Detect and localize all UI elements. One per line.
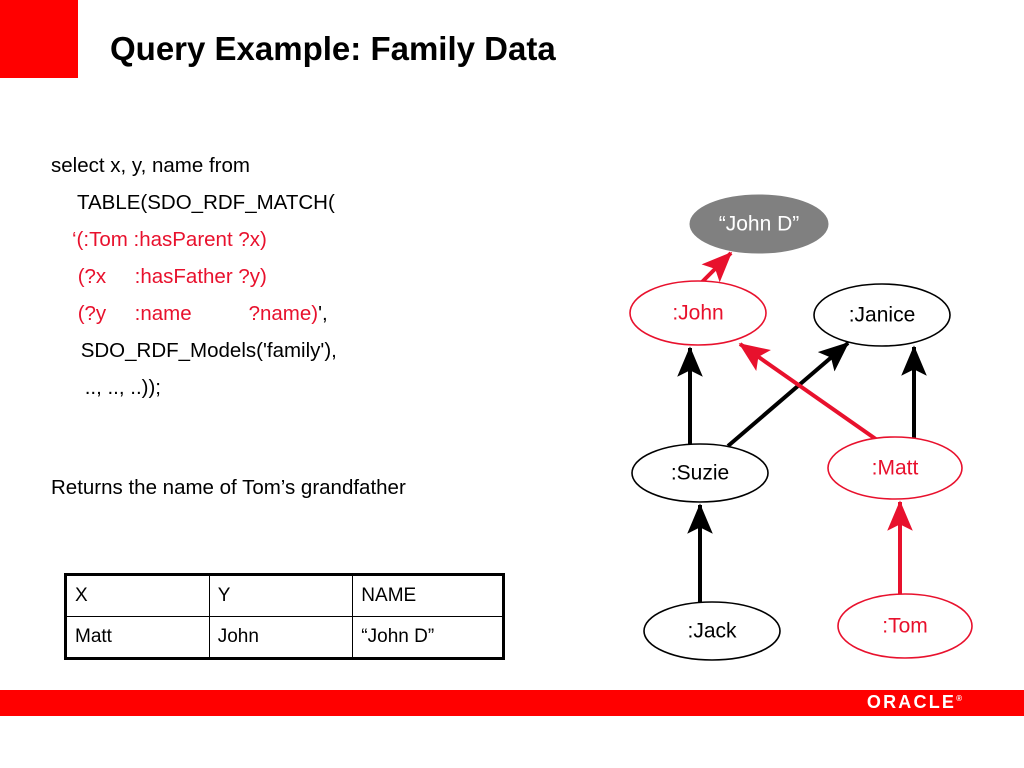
graph-node-layer: “John D” :John :Janice :Suzie :Matt :Jack :Tom	[629, 194, 973, 661]
graph-node-shape	[813, 283, 951, 347]
query-line-2: ‘(:Tom :hasParent ?x)	[51, 221, 571, 258]
table-header-cell: NAME	[352, 574, 504, 617]
graph-node-label: :Janice	[849, 304, 916, 327]
query-line-text: .., .., ..));	[79, 376, 161, 399]
graph-edge-layer	[677, 251, 927, 602]
graph-edge-matt-to-john	[738, 342, 882, 444]
query-line-text: ‘(:Tom :hasParent ?x)	[72, 228, 267, 251]
graph-canvas: “John D” :John :Janice :Suzie :Matt :Jack :Tom	[629, 194, 973, 661]
query-line-1: TABLE(SDO_RDF_MATCH(	[51, 184, 571, 221]
header-accent-square	[0, 0, 78, 78]
graph-node-shape	[837, 593, 973, 659]
trademark-symbol: ®	[956, 694, 962, 703]
footer-bar	[0, 690, 1024, 716]
graph-node-label: :Suzie	[671, 462, 729, 485]
graph-node-matt[interactable]: :Matt	[827, 436, 963, 500]
page-title: Query Example: Family Data	[110, 30, 556, 67]
graph-node-shape	[643, 601, 781, 661]
query-line-5: SDO_RDF_Models('family'),	[51, 332, 571, 369]
oracle-logo: ORACLE®	[867, 692, 962, 713]
graph-edge-john-to-johnd	[698, 251, 733, 286]
table-cell: Matt	[65, 616, 210, 659]
table-cell: John	[208, 616, 354, 659]
table-header-cell: Y	[208, 574, 354, 617]
graph-node-suzie[interactable]: :Suzie	[631, 443, 769, 503]
graph-node-shape	[631, 443, 769, 503]
table-cell: “John D”	[352, 616, 504, 659]
query-line-6: .., .., ..));	[51, 369, 571, 406]
graph-node-shape	[689, 194, 829, 254]
table-header-cell: X	[65, 574, 210, 617]
query-line-text: (?x :hasFather ?y)	[72, 265, 267, 288]
graph-node-tom[interactable]: :Tom	[837, 593, 973, 659]
graph-node-shape	[629, 280, 767, 346]
graph-node-label: :Jack	[687, 620, 737, 643]
graph-node-john[interactable]: :John	[629, 280, 767, 346]
graph-node-johnd[interactable]: “John D”	[689, 194, 829, 254]
graph-edge-suzie-to-janice	[726, 341, 850, 448]
oracle-wordmark: ORACLE	[866, 692, 957, 712]
graph-node-jack[interactable]: :Jack	[643, 601, 781, 661]
graph-node-label: :Tom	[882, 615, 928, 638]
rdf-family-graph: “John D” :John :Janice :Suzie :Matt :Jack :Tom	[600, 180, 1024, 680]
query-line-3: (?x :hasFather ?y)	[51, 258, 571, 295]
graph-node-label: “John D”	[719, 213, 800, 236]
graph-node-shape	[827, 436, 963, 500]
graph-node-janice[interactable]: :Janice	[813, 283, 951, 347]
query-description: Returns the name of Tom’s grandfather	[51, 476, 406, 499]
graph-node-label: :John	[672, 302, 723, 325]
query-line-text: TABLE(SDO_RDF_MATCH(	[77, 191, 335, 214]
query-line-4: (?y :name ?name)',	[51, 295, 571, 332]
query-line-text: (?y :name ?name)	[72, 302, 319, 325]
query-line-tail: ',	[318, 302, 328, 325]
query-line-text: select x, y, name from	[51, 154, 250, 177]
graph-node-label: :Matt	[872, 457, 919, 480]
query-line-text: SDO_RDF_Models('family'),	[75, 339, 337, 362]
query-line-0: select x, y, name from	[51, 147, 571, 184]
